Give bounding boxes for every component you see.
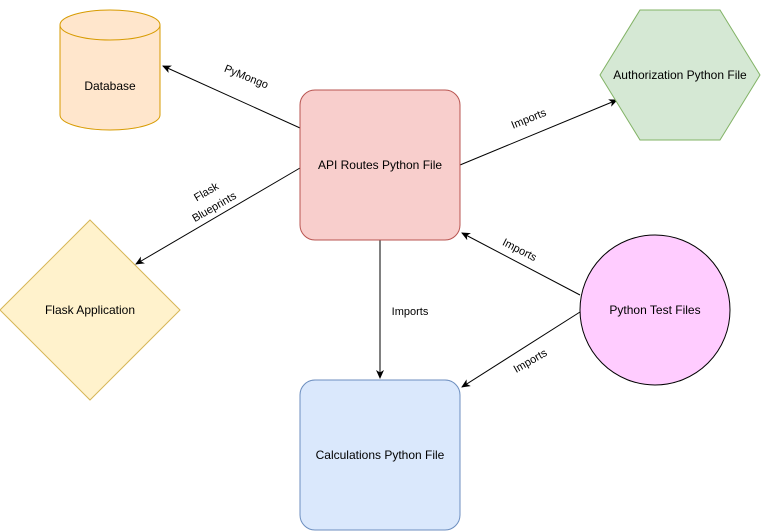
edge-tests-to-calculations: Imports (461, 311, 581, 388)
edge-api-to-database: PyMongo (162, 63, 301, 129)
flask-application-node[interactable]: Flask Application (0, 219, 181, 401)
edge-api-to-authorization: Imports (459, 99, 618, 166)
database-label: Database (84, 79, 136, 93)
edge-tests-to-api: Imports (461, 232, 581, 296)
edge-label-imports-auth: Imports (510, 107, 549, 132)
python-test-files-label: Python Test Files (609, 303, 700, 317)
api-routes-label: API Routes Python File (318, 158, 442, 172)
edge-label-pymongo: PyMongo (222, 63, 270, 92)
authorization-node[interactable]: Authorization Python File (599, 9, 761, 141)
calculations-node[interactable]: Calculations Python File (299, 379, 461, 531)
api-routes-node[interactable]: API Routes Python File (299, 89, 461, 241)
database-node[interactable]: Database (59, 9, 161, 131)
edge-label-imports-tests-api: Imports (500, 237, 539, 265)
edge-label-imports-tests-calc: Imports (512, 347, 550, 376)
edge-api-to-flask-application: Flask Blueprints (135, 167, 301, 265)
authorization-label: Authorization Python File (613, 68, 747, 82)
edge-api-to-calculations: Imports (376, 240, 429, 379)
flask-application-label: Flask Application (45, 303, 135, 317)
python-test-files-node[interactable]: Python Test Files (579, 234, 731, 386)
calculations-label: Calculations Python File (316, 448, 445, 462)
edge-label-imports-calc: Imports (392, 306, 429, 318)
